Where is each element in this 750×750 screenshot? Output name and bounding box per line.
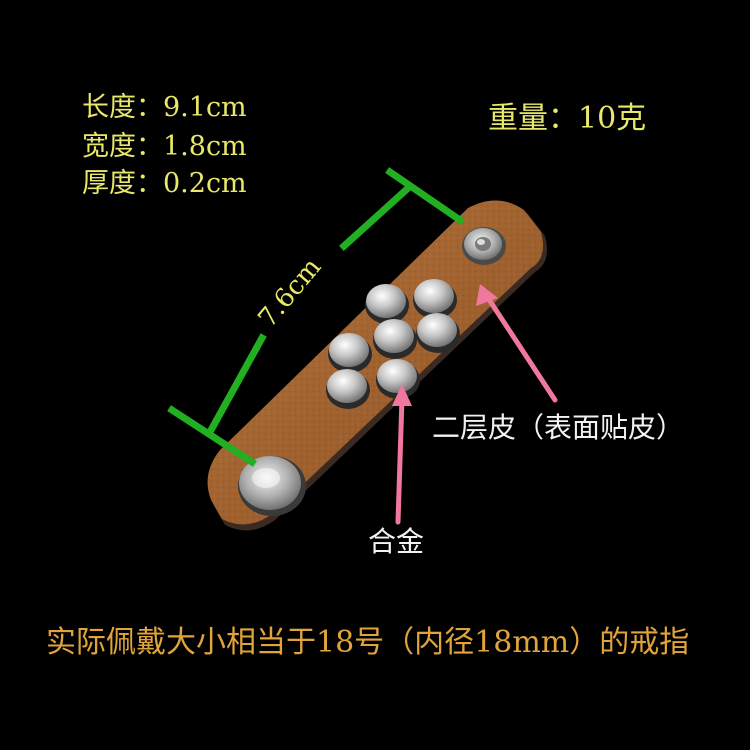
callout-alloy: 合金 [368,525,425,558]
rivet [376,359,420,399]
leather-strap [207,200,548,531]
rivet [365,284,409,324]
rivet [373,319,417,359]
callout-leather: 二层皮（表面贴皮） [432,411,685,444]
arrow-to-alloy [392,384,412,525]
footer-note: 实际佩戴大小相当于18号（内径18mm）的戒指 [46,625,690,660]
rivet [326,369,370,409]
spec-length: 长度：9.1cm [82,92,247,123]
snap-button-large [238,456,306,516]
snap-button-small [462,227,506,265]
spec-thickness: 厚度：0.2cm [82,168,247,199]
spec-weight: 重量：10克 [488,101,647,136]
rivet [416,313,460,353]
rivet [413,279,457,319]
arrow-to-leather [476,284,558,403]
spec-width: 宽度：1.8cm [82,131,247,162]
dimension-line [167,167,465,467]
alloy-rivets [326,279,460,409]
rivet [328,333,372,373]
